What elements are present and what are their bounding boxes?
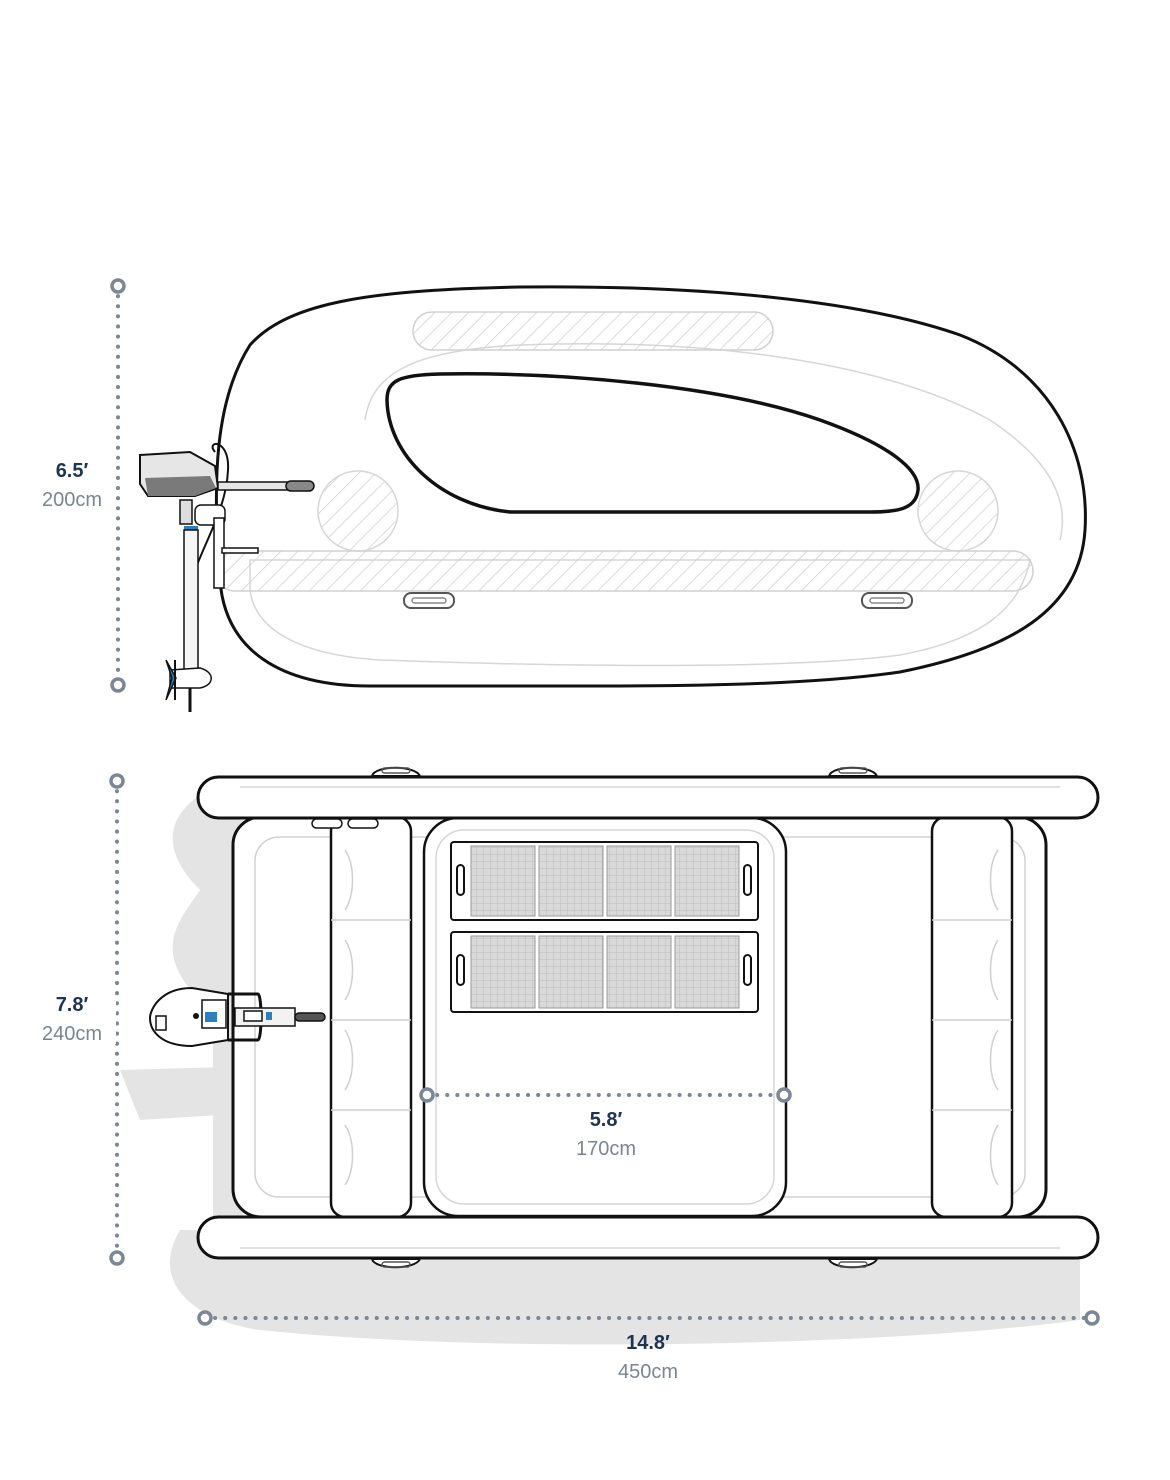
top-float-tube [196, 775, 1100, 820]
length-label: 14.8′ 450cm [598, 1333, 698, 1382]
solar-panel-icon [450, 841, 759, 921]
deck-label: 5.8′ 170cm [556, 1110, 656, 1159]
right-bench [930, 815, 1014, 1219]
deck-dimension-line [419, 1087, 792, 1103]
height-label: 6.5′ 200cm [28, 461, 116, 510]
hatched-float-right [917, 470, 999, 552]
width-feet: 7.8′ [55, 994, 89, 1016]
carry-handle-icon [311, 818, 379, 829]
height-feet: 6.5′ [55, 460, 89, 482]
length-dimension-line [197, 1310, 1100, 1326]
carry-handle-icon [861, 592, 913, 609]
carry-handle-icon [827, 766, 879, 777]
bottom-float-tube [196, 1215, 1100, 1260]
side-hull-inner-contour [249, 559, 1031, 667]
length-feet: 14.8′ [626, 1332, 670, 1354]
top-hatched-strip [412, 311, 774, 351]
carry-handle-icon [827, 1258, 879, 1269]
carry-handle-icon [370, 766, 422, 777]
width-dimension-line [109, 773, 125, 1266]
carry-handle-icon [370, 1258, 422, 1269]
height-metric: 200cm [41, 489, 103, 511]
outboard-motor-icon [148, 986, 326, 1048]
deck-feet: 5.8′ [589, 1109, 623, 1131]
left-bench [329, 815, 413, 1219]
height-dimension-line [110, 278, 126, 693]
solar-panel-icon [450, 931, 759, 1013]
outboard-motor-icon [139, 443, 315, 712]
carry-handle-icon [403, 592, 455, 609]
length-metric: 450cm [617, 1361, 679, 1383]
side-window-opening [385, 372, 920, 514]
width-label: 7.8′ 240cm [28, 995, 116, 1044]
width-metric: 240cm [41, 1023, 103, 1045]
hatched-float-left [317, 470, 399, 552]
bottom-hatched-strip [214, 550, 1034, 592]
top-view [109, 766, 1100, 1345]
deck-metric: 170cm [575, 1138, 637, 1160]
side-view [110, 278, 1087, 712]
